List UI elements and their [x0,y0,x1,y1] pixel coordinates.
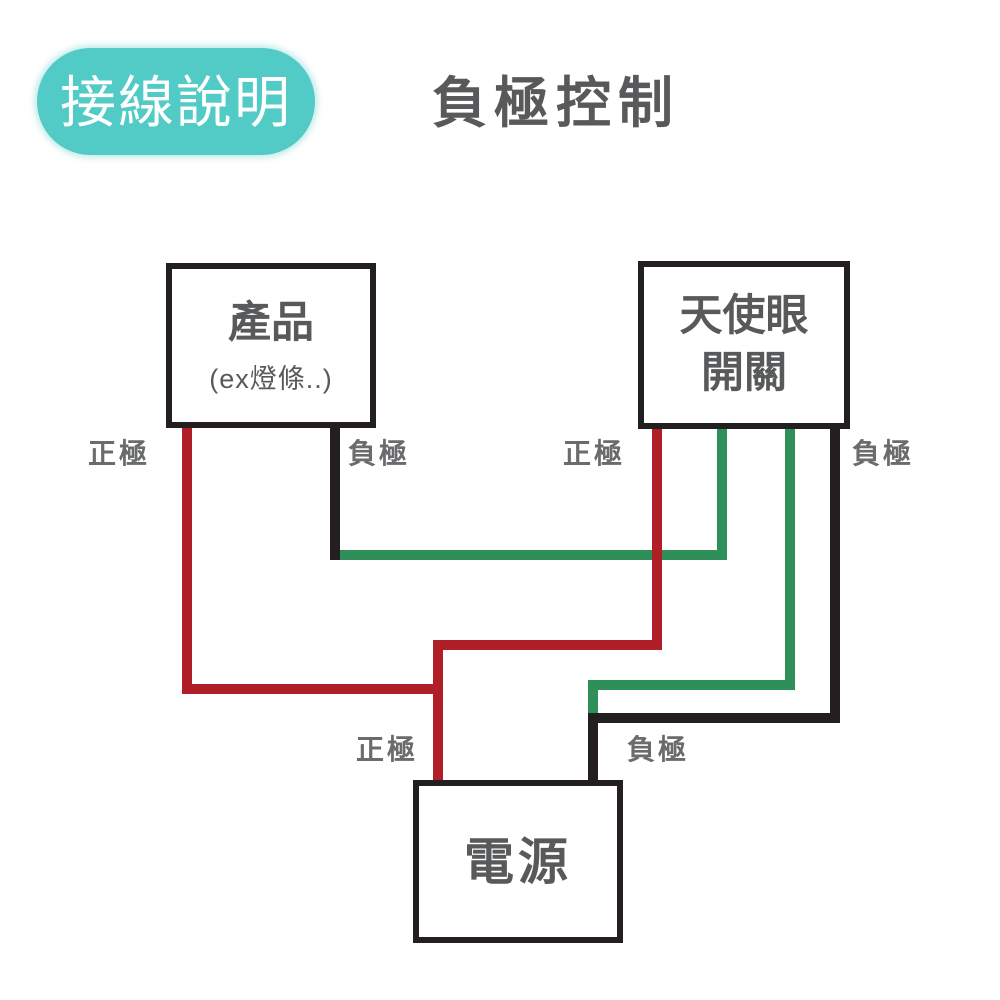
wire-green-switch-out2-vertical [785,429,795,690]
wire-red-switch-positive-horizontal [433,640,662,650]
label-product-negative: 負極 [348,438,411,469]
wire-black-negative-bus-horizontal [588,713,840,723]
label-switch-positive: 正極 [563,438,626,469]
wire-green-product-to-switch-horizontal [330,550,727,560]
label-switch-negative: 負極 [852,438,915,469]
wire-green-to-power-horizontal [588,680,795,690]
label-power-positive: 正極 [356,734,419,765]
wire-red-product-positive-vertical [182,427,192,694]
power-box-title: 電源 [464,833,572,890]
wire-green-to-power-drop [588,680,598,723]
switch-box-title-line1: 天使眼 [679,292,809,341]
wire-red-product-positive-horizontal [182,684,443,694]
power-supply-box: 電源 [413,780,623,943]
label-power-negative: 負極 [627,734,690,765]
wire-black-power-negative-vertical [588,713,598,780]
badge-pill: 接線說明 [37,48,315,155]
wire-black-switch-negative-vertical [830,429,840,723]
label-product-positive: 正極 [88,438,151,469]
wire-black-product-negative-vertical [330,427,340,560]
badge-label: 接線說明 [60,70,292,134]
wire-green-switch-out1-vertical [717,429,727,560]
angel-eye-switch-box: 天使眼 開關 [638,261,850,429]
product-box-subtitle: (ex燈條..) [209,364,333,395]
product-box-title: 產品 [228,298,314,347]
switch-box-title-line2: 開關 [701,349,787,397]
wire-red-switch-positive-vertical [652,429,662,650]
product-box: 產品 (ex燈條..) [166,263,376,428]
page-title: 負極控制 [432,72,681,134]
wire-red-power-positive-vertical [433,640,443,780]
